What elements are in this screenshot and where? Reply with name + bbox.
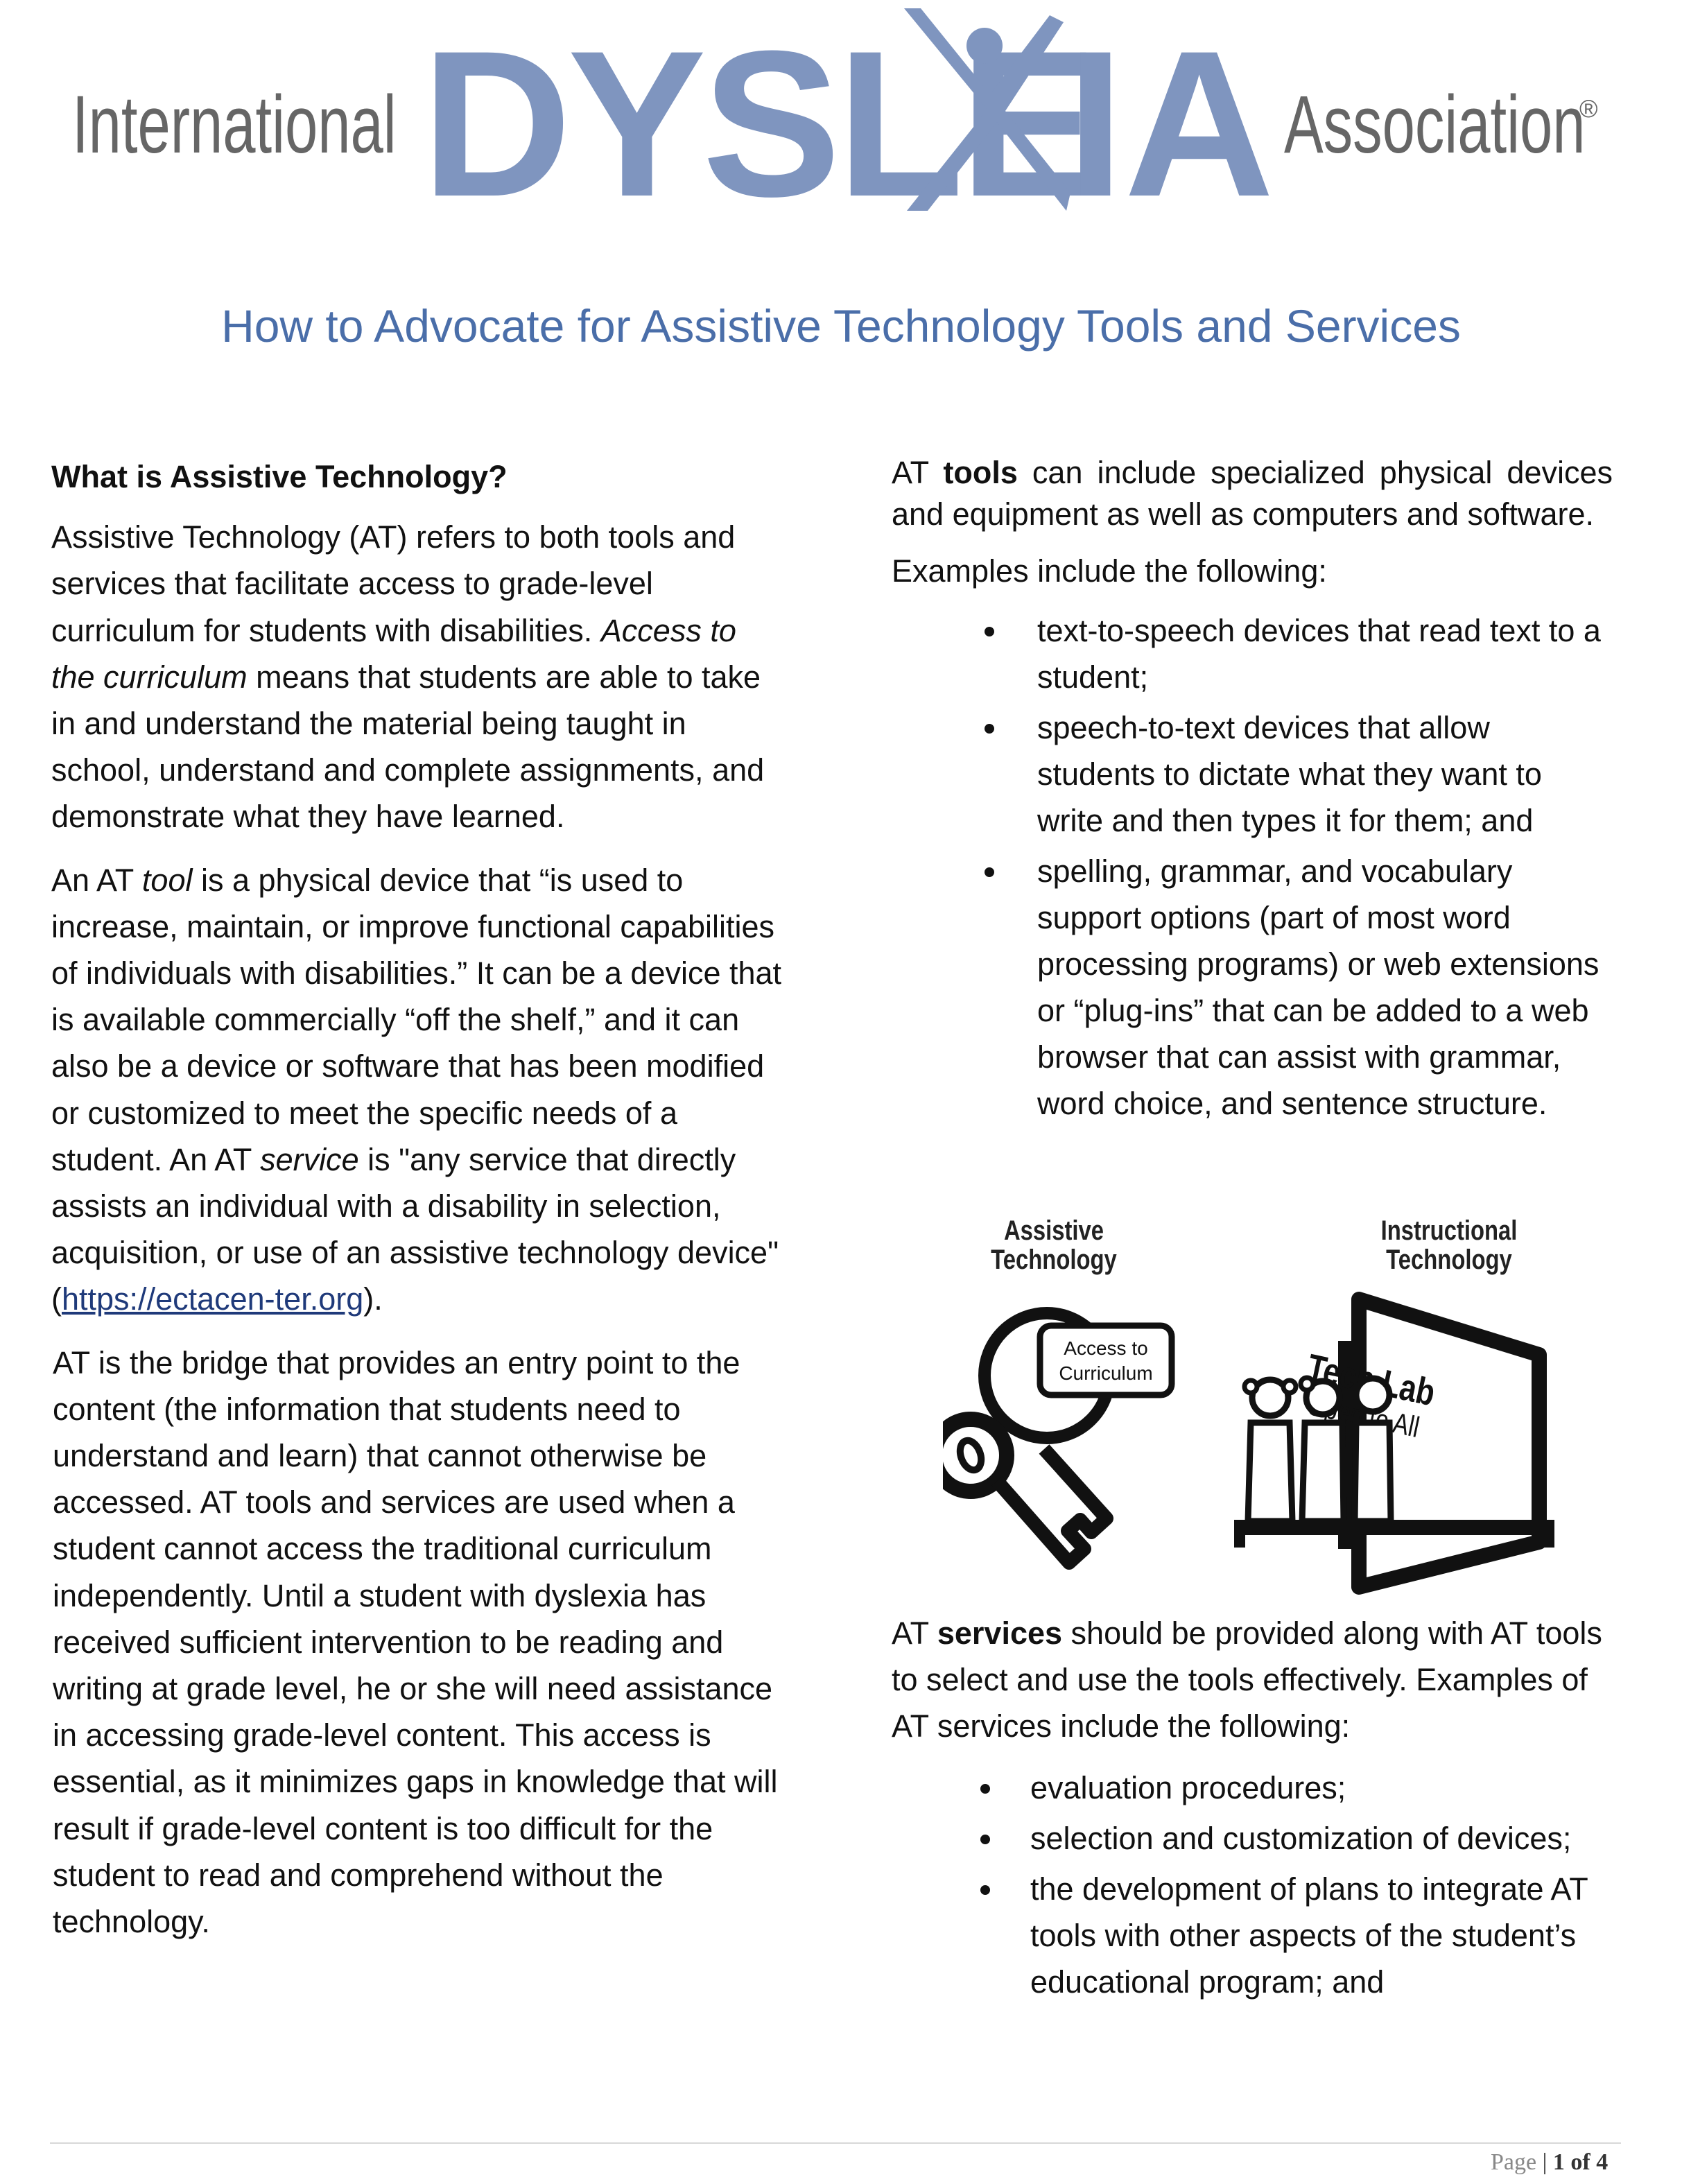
examples-intro: Examples include the following:: [892, 553, 1327, 589]
page-separator: |: [1536, 2149, 1553, 2175]
list-item: evaluation procedures;: [892, 1765, 1613, 1811]
list-item-text: spelling, grammar, and vocabulary suppor…: [1037, 853, 1599, 1121]
paragraph-tools: AT tools can include specialized physica…: [892, 452, 1613, 535]
logo-person-x-icon: [904, 8, 1070, 211]
instructional-technology-label: Instructional Technology: [1364, 1216, 1534, 1274]
paragraph-bridge: AT is the bridge that provides an entry …: [53, 1344, 778, 1940]
emphasis-text: service: [260, 1141, 359, 1177]
key-and-door-icon: Access to Curriculum Tech Lab Open to Al…: [943, 1292, 1554, 1595]
assistive-technology-label: Assistive Technology: [980, 1216, 1127, 1274]
paragraph-definition: Assistive Technology (AT) refers to both…: [51, 514, 786, 840]
tool-examples-list: text-to-speech devices that read text to…: [892, 607, 1613, 1127]
logo-registered-mark: ®: [1579, 94, 1598, 123]
bullet-icon: [985, 627, 994, 636]
label-line: Instructional: [1380, 1215, 1518, 1246]
key-tag-line-2: Curriculum: [1059, 1362, 1152, 1384]
text-run: is "any service that directly assists an…: [51, 1141, 779, 1317]
logo-association: Association: [1284, 79, 1586, 171]
text-run: is a physical device that “is used to in…: [51, 862, 782, 1177]
list-item-text: the development of plans to integrate AT…: [1030, 1871, 1588, 2000]
bold-text: tools: [943, 455, 1018, 490]
bold-text: services: [937, 1615, 1063, 1651]
paragraph-tool-service: An AT tool is a physical device that “is…: [51, 857, 786, 1323]
page-label: Page: [1491, 2149, 1537, 2175]
list-item-text: evaluation procedures;: [1030, 1770, 1346, 1805]
bullet-icon: [980, 1784, 990, 1794]
list-item-text: selection and customization of devices;: [1030, 1821, 1572, 1856]
ectacenter-link[interactable]: https://ectacen-ter.org: [62, 1281, 364, 1317]
key-tag-line-1: Access to: [1064, 1337, 1147, 1359]
text-run: AT: [892, 455, 944, 490]
text-run: means that students are able to take in …: [51, 659, 765, 835]
text-run: Assistive Technology (AT) refers to both…: [51, 519, 736, 648]
logo-international: International: [72, 79, 397, 171]
text-run: An AT: [51, 862, 142, 898]
text-run: should be provided along with AT tools t…: [892, 1615, 1602, 1744]
text-run: can include specialized physical devices…: [892, 455, 1613, 532]
emphasis-text: tool: [141, 862, 193, 898]
service-examples-list: evaluation procedures; selection and cus…: [892, 1765, 1613, 2005]
list-item-text: speech-to-text devices that allow studen…: [1037, 710, 1542, 838]
assistive-vs-instructional-illustration: Assistive Technology Instructional Techn…: [943, 1216, 1567, 1604]
logo-ia: IA: [1066, 7, 1274, 240]
section-heading: What is Assistive Technology?: [51, 459, 508, 494]
bullet-icon: [985, 867, 994, 877]
list-item: speech-to-text devices that allow studen…: [892, 704, 1613, 844]
list-item: spelling, grammar, and vocabulary suppor…: [892, 848, 1613, 1127]
text-run: AT: [892, 1615, 937, 1651]
right-column-lower: AT services should be provided along wit…: [892, 1610, 1613, 2009]
label-line: Technology: [991, 1245, 1117, 1275]
label-line: Assistive: [1003, 1215, 1104, 1246]
right-column: AT tools can include specialized physica…: [892, 452, 1613, 1131]
list-item: text-to-speech devices that read text to…: [892, 607, 1613, 700]
page-number: Page | 1 of 4: [1491, 2149, 1608, 2176]
list-item-text: text-to-speech devices that read text to…: [1037, 613, 1601, 695]
list-item: the development of plans to integrate AT…: [892, 1866, 1613, 2005]
page-count: 1 of 4: [1552, 2149, 1609, 2175]
bullet-icon: [985, 724, 994, 734]
left-column: What is Assistive Technology? Assistive …: [51, 453, 786, 1961]
page-title: How to Advocate for Assistive Technology…: [221, 300, 1461, 352]
bullet-icon: [980, 1835, 990, 1844]
emphasis-text: Access to the curriculum: [51, 612, 736, 695]
label-line: Technology: [1386, 1245, 1512, 1275]
list-item: selection and customization of devices;: [892, 1815, 1613, 1862]
bullet-icon: [980, 1885, 990, 1895]
text-run: ).: [363, 1281, 383, 1317]
paragraph-services: AT services should be provided along wit…: [892, 1610, 1613, 1749]
footer-divider: [50, 2142, 1621, 2144]
